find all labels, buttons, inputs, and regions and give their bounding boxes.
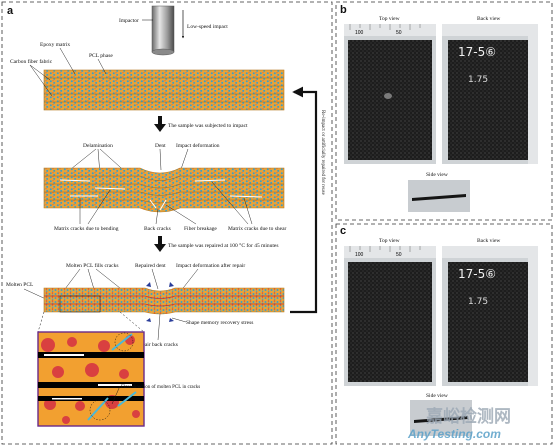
step-arrow-1 xyxy=(154,116,166,132)
pcl-phase-label: PCL phase xyxy=(89,53,113,59)
photo-b-ruler-100: 100 xyxy=(355,30,364,36)
photo-c-top-view xyxy=(344,246,436,386)
photo-b-top-view xyxy=(344,24,436,164)
step-impact-label: The sample was subjected to impact xyxy=(168,123,248,129)
deformation-after-repair-label: Impact deformation after repair xyxy=(176,262,245,269)
photo-c-back-view xyxy=(442,246,538,386)
panel-label-a: a xyxy=(7,5,14,17)
photo-c-ruler-50: 50 xyxy=(396,252,402,258)
photo-b-back-label: Back view xyxy=(477,16,500,22)
photo-c-back-label: Back view xyxy=(477,238,500,244)
matrix-cracks-bending-label: Matrix cracks due to bending xyxy=(54,226,119,232)
laminate-damaged xyxy=(43,167,285,213)
laminate-repaired xyxy=(43,287,285,315)
watermark-url: AnyTesting.com xyxy=(407,427,501,441)
photo-c-side-label: Side view xyxy=(426,393,448,399)
photo-b-handwriting-1: 17-5⑥ xyxy=(458,45,496,59)
shape-memory-stress-label: Shape memory recovery stress xyxy=(186,320,253,326)
back-cracks-label: Back cracks xyxy=(144,226,171,232)
reuse-loop-label: Re-impact or artificially repaired for r… xyxy=(320,110,325,196)
step-repair-label: The sample was repaired at 100 °C for 45… xyxy=(168,242,279,249)
delamination-label: Delamination xyxy=(83,143,113,149)
reuse-loop-arrow xyxy=(290,86,318,314)
photo-b-top-label: Top view xyxy=(379,16,400,22)
impactor-label: Impactor xyxy=(119,18,139,24)
zoom-inset xyxy=(37,331,145,427)
low-speed-impact-label: Low-speed impact xyxy=(187,24,228,30)
matrix-cracks-shear-label: Matrix cracks due to shear xyxy=(228,226,287,232)
molten-pcl-fills-label: Molten PCL fills cracks xyxy=(66,262,119,269)
carbon-fiber-label: Carbon fiber fabric xyxy=(10,58,53,65)
panel-b-frame xyxy=(335,1,553,221)
panel-label-b: b xyxy=(340,4,347,16)
impact-deformation-label: Impact deformation xyxy=(176,142,220,149)
photo-c-side-view xyxy=(410,400,472,436)
panel-a-frame xyxy=(1,1,333,445)
photo-c-top-label: Top view xyxy=(379,238,400,244)
photo-c-ruler-100: 100 xyxy=(355,252,364,258)
photo-c-handwriting-1: 17-5⑥ xyxy=(458,267,496,281)
impactor-icon xyxy=(151,5,175,56)
photo-b-handwriting-2: 1.75 xyxy=(468,75,488,85)
flow-direction-label: Flow direction of molten PCL in cracks xyxy=(121,385,200,390)
photo-b-back-view xyxy=(442,24,538,164)
photo-b-ruler-50: 50 xyxy=(396,30,402,36)
dent-label: Dent xyxy=(155,143,166,149)
panel-c-frame xyxy=(335,223,553,445)
panel-label-c: c xyxy=(340,225,346,237)
photo-b-side-label: Side view xyxy=(426,172,448,178)
damage-cracks xyxy=(59,179,263,211)
repaired-dent-label: Repaired dent xyxy=(135,263,166,269)
watermark-cn: 嘉峪检测网 xyxy=(425,406,511,427)
step-arrow-2 xyxy=(154,236,166,252)
epoxy-matrix-label: Epoxy matrix xyxy=(40,42,70,48)
photo-c-handwriting-2: 1.75 xyxy=(468,297,488,307)
photo-b-side-view xyxy=(408,180,470,212)
laminate-intact xyxy=(43,69,285,111)
fiber-breakage-label: Fiber breakage xyxy=(184,226,217,232)
recovery-stress-arrows xyxy=(146,282,174,322)
repair-back-cracks-label: Repair back cracks xyxy=(136,342,178,348)
molten-pcl-label: Molten PCL xyxy=(6,282,34,288)
